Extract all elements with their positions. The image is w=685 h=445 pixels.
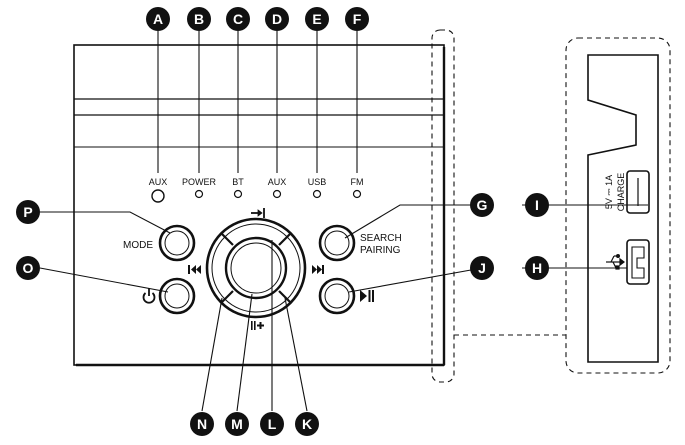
center-button[interactable] [224,236,288,300]
previous-track-icon [188,265,201,274]
indicator-label-bt: BT [232,177,244,187]
indicator-label-aux-led: AUX [268,177,287,187]
usb-symbol-icon [606,254,625,270]
svg-text:N: N [197,416,207,432]
indicator-label-usb: USB [308,177,327,187]
callout-j: J [470,256,494,280]
callout-k: K [295,412,319,436]
callout-f: F [345,7,369,31]
play-pause-button[interactable] [318,277,356,315]
indicator-label-aux: AUX [149,177,168,187]
svg-text:P: P [23,204,32,220]
callout-a: A [146,7,170,31]
side-panel-dashed-outline [565,37,671,374]
skip-to-end-icon [251,208,265,218]
svg-text:B: B [194,11,204,27]
volume-plus-icon [251,321,264,330]
svg-text:D: D [272,11,282,27]
callout-l: L [260,412,284,436]
power-led [194,189,204,199]
power-button[interactable] [158,277,196,315]
svg-text:M: M [231,416,243,432]
svg-text:I: I [535,197,539,213]
charge-spec-label: 5V ⎓ 1A [604,175,614,209]
callout-n: N [190,412,214,436]
dashed-outlines [431,29,671,383]
mode-button[interactable] [158,224,196,262]
callout-e: E [305,7,329,31]
usb-port-slot [631,246,645,279]
fm-led [352,189,362,199]
callout-m: M [225,412,249,436]
indicator-label-fm: FM [351,177,364,187]
callout-p: P [16,200,40,224]
aux-led [272,189,282,199]
side-panel [587,54,659,363]
callout-i: I [525,193,549,217]
search-pairing-button[interactable] [318,224,356,262]
callout-b: B [187,7,211,31]
callout-o: O [16,256,40,280]
usb-led [312,189,322,199]
svg-text:K: K [302,416,312,432]
charge-label: CHARGE [616,173,626,212]
usb-port[interactable] [626,239,650,285]
search-label: SEARCH [360,233,402,244]
svg-text:C: C [233,11,243,27]
nav-ring [205,217,307,319]
play-pause-icon [360,290,374,302]
indicator-label-power: POWER [182,177,217,187]
svg-text:O: O [23,260,34,276]
next-track-icon [312,265,324,274]
callout-g: G [470,193,494,217]
svg-text:J: J [478,260,486,276]
callout-h: H [525,256,549,280]
aux-jack[interactable] [151,189,165,203]
callouts: A B C D E F P O G J I H N M L K [16,7,549,436]
power-icon [142,288,156,304]
leader-lines [39,31,648,412]
svg-text:E: E [312,11,321,27]
charge-port[interactable] [626,170,650,214]
callout-d: D [265,7,289,31]
svg-text:A: A [153,11,163,27]
svg-text:F: F [353,11,362,27]
callout-c: C [226,7,250,31]
side-edge-dashed-outline [431,29,455,383]
svg-text:H: H [532,260,542,276]
pairing-label: PAIRING [360,245,401,256]
bt-led [233,189,243,199]
side-panel-outline [587,54,659,363]
svg-text:L: L [268,416,277,432]
svg-text:G: G [477,197,488,213]
mode-label: MODE [123,240,153,251]
